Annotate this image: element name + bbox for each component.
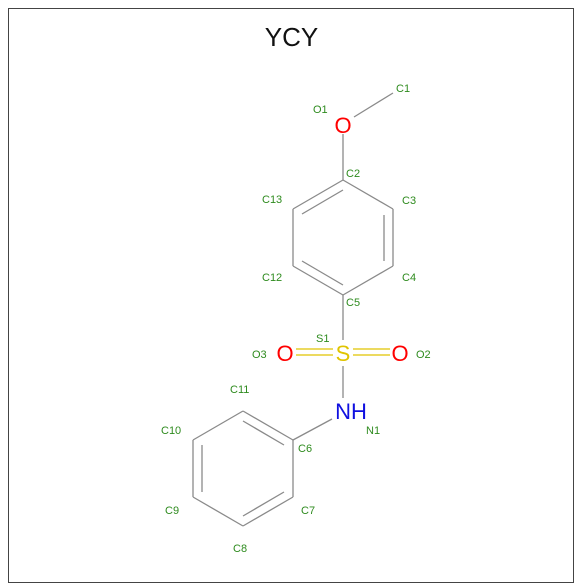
atom-label-o1: O1 [313, 104, 328, 116]
bond-c13-c2-inner [301, 189, 344, 215]
atom-label-c3: C3 [402, 195, 416, 207]
bond-c8-c9 [192, 496, 244, 527]
bond-c10-c11 [192, 410, 244, 441]
bond-c7-c8 [242, 496, 294, 527]
bonds [192, 92, 394, 527]
element-s1: S [336, 341, 351, 366]
bond-c11-c6 [242, 410, 294, 441]
atom-label-c6: C6 [298, 443, 312, 455]
molecule-title: YCY [264, 22, 319, 52]
atom-label-o3: O3 [252, 349, 267, 361]
bond-n1-c6 [292, 418, 333, 441]
atom-label-c7: C7 [301, 505, 315, 517]
element-o3: O [276, 341, 293, 366]
bond-c5-c12-inner [301, 260, 344, 286]
atom-label-o2: O2 [416, 349, 431, 361]
bond-c7-c8-inner [242, 491, 285, 517]
atom-label-c4: C4 [402, 272, 416, 284]
bond-c2-c3 [342, 179, 394, 210]
atom-labels: C1 O1 C2 C3 C13 C4 C12 C5 S1 O3 O2 C11 C… [161, 83, 431, 555]
atom-label-c1: C1 [396, 83, 410, 95]
element-n1: NH [335, 399, 367, 424]
bond-c1-o1 [353, 92, 394, 118]
atom-label-c2: C2 [346, 168, 360, 180]
bond-c4-c5 [342, 265, 394, 296]
atom-label-c12: C12 [262, 272, 282, 284]
atom-label-c5: C5 [346, 297, 360, 309]
atom-label-c10: C10 [161, 425, 181, 437]
atom-label-c11: C11 [230, 384, 249, 396]
atom-label-c13: C13 [262, 194, 282, 206]
bond-c5-c12 [292, 265, 344, 296]
molecule-viewer-frame [8, 8, 574, 583]
atom-label-c9: C9 [165, 505, 179, 517]
element-o1: O [334, 113, 351, 138]
atom-label-n1: N1 [366, 425, 380, 437]
atom-label-s1: S1 [316, 333, 329, 345]
bond-c13-c2 [292, 179, 344, 210]
bond-c11-c6-inner [242, 420, 285, 446]
atom-label-c8: C8 [233, 543, 247, 555]
element-o2: O [391, 341, 408, 366]
